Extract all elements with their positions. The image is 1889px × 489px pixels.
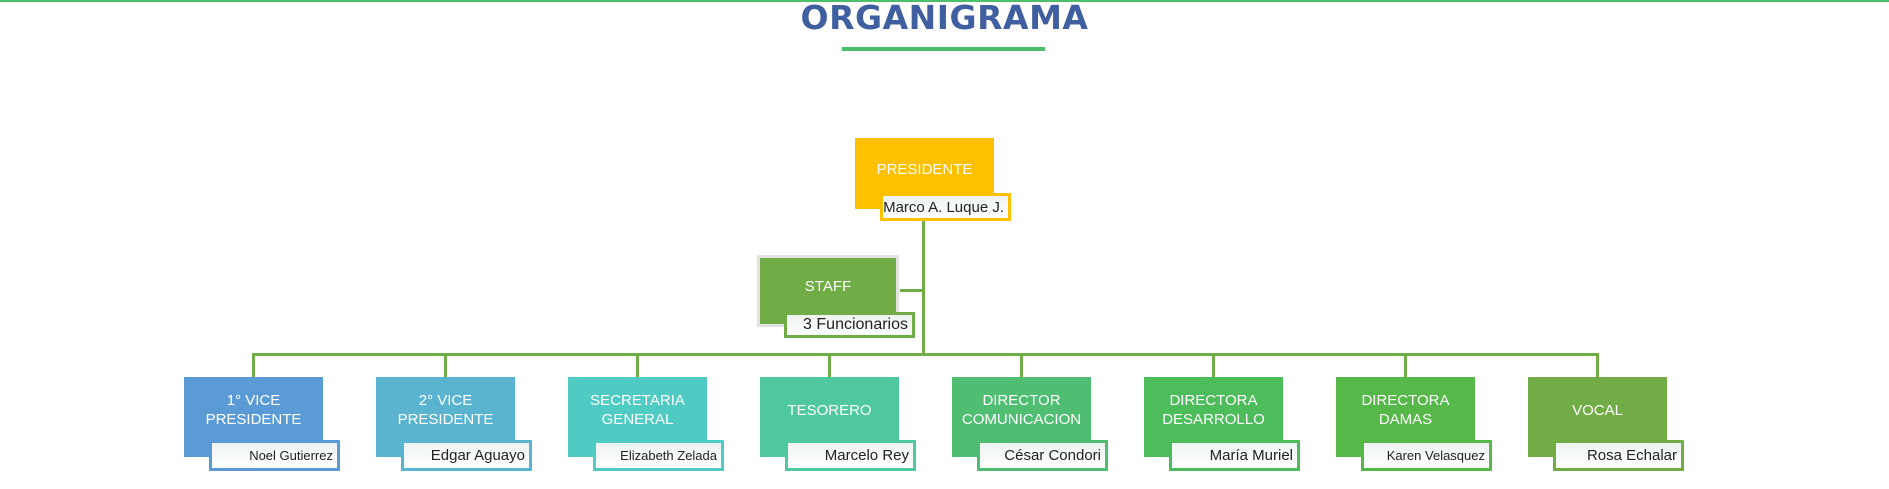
member-name: Edgar Aguayo bbox=[401, 440, 532, 471]
connector-drop bbox=[444, 353, 447, 377]
top-border bbox=[0, 0, 1889, 2]
connector-drop bbox=[636, 353, 639, 377]
connector-drop bbox=[1596, 353, 1599, 377]
member-name: César Condori bbox=[977, 440, 1108, 471]
connector-drop bbox=[828, 353, 831, 377]
member-name: Karen Velasquez bbox=[1361, 440, 1492, 471]
staff-name: 3 Funcionarios bbox=[784, 312, 915, 338]
connector-drop bbox=[1404, 353, 1407, 377]
connector-drop bbox=[1212, 353, 1215, 377]
connector-staff bbox=[900, 289, 924, 292]
connector-president-trunk bbox=[922, 220, 925, 356]
member-name: María Muriel bbox=[1169, 440, 1300, 471]
title-underline bbox=[842, 47, 1045, 51]
connector-drop bbox=[252, 353, 255, 377]
member-name: Elizabeth Zelada bbox=[593, 440, 724, 471]
member-name: Marcelo Rey bbox=[785, 440, 916, 471]
connector-drop bbox=[1020, 353, 1023, 377]
connector-horizontal bbox=[252, 353, 1597, 356]
member-name: Noel Gutierrez bbox=[209, 440, 340, 471]
page-title: ORGANIGRAMA bbox=[800, 0, 1089, 37]
president-name: Marco A. Luque J. bbox=[880, 193, 1011, 221]
member-name: Rosa Echalar bbox=[1553, 440, 1684, 471]
